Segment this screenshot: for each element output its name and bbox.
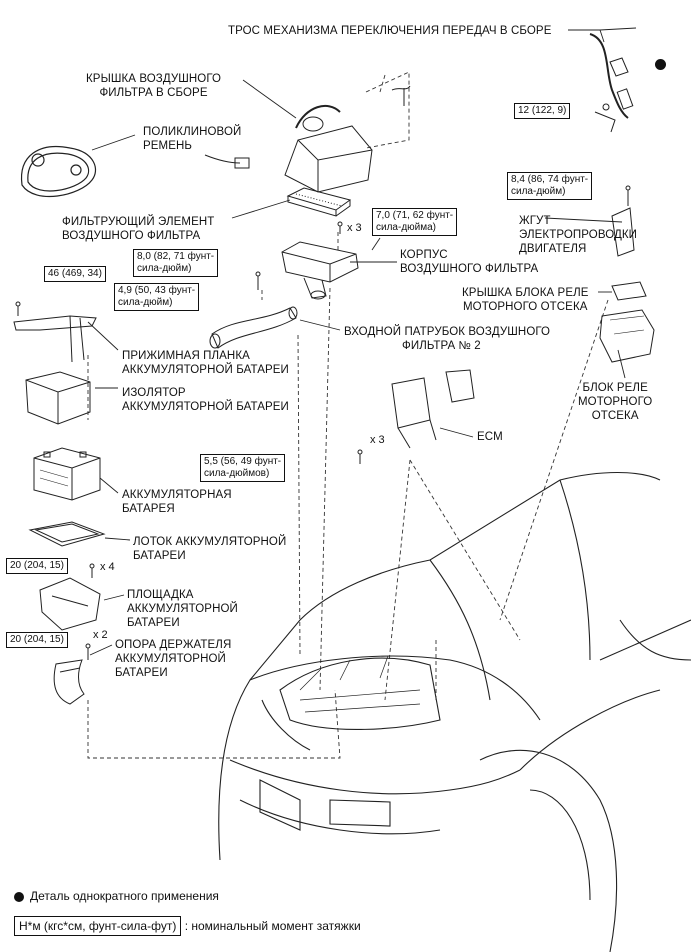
torque-box-inlet: 8,0 (82, 71 фунт- сила-дюйм) xyxy=(133,249,219,277)
label-battery-support: ОПОРА ДЕРЖАТЕЛЯ АККУМУЛЯТОРНОЙ БАТАРЕИ xyxy=(115,638,231,680)
label-relay-block-line1: БЛОК РЕЛЕ xyxy=(582,382,648,394)
torque-harness-line1: 8,4 (86, 74 фунт- xyxy=(511,174,589,185)
label-relay-block-line2: МОТОРНОГО xyxy=(578,396,653,408)
label-relay-block: БЛОК РЕЛЕ МОТОРНОГО ОТСЕКА xyxy=(578,381,652,423)
label-filter-element-line1: ФИЛЬТРУЮЩИЙ ЭЛЕМЕНТ xyxy=(62,216,215,228)
label-filter-element-line2: ВОЗДУШНОГО ФИЛЬТРА xyxy=(62,230,201,242)
torque-box-clamp-top: 46 (469, 34) xyxy=(44,266,106,282)
label-shift-cable: ТРОС МЕХАНИЗМА ПЕРЕКЛЮЧЕНИЯ ПЕРЕДАЧ В СБ… xyxy=(228,25,552,37)
air-cleaner-cap-drawing xyxy=(284,85,411,193)
label-inlet: ВХОДНОЙ ПАТРУБОК ВОЗДУШНОГО ФИЛЬТРА № 2 xyxy=(344,325,550,353)
torque-inlet-line2: сила-дюйм) xyxy=(137,263,192,274)
label-air-cleaner-cap-line2: ФИЛЬТРА В СБОРЕ xyxy=(99,87,208,99)
label-battery-carrier: ПЛОЩАДКА АККУМУЛЯТОРНОЙ БАТАРЕИ xyxy=(127,588,238,630)
torque-ecm-multiplier: x 3 xyxy=(370,434,385,446)
shift-cable-drawing xyxy=(589,27,637,133)
relay-block-drawing xyxy=(599,309,655,363)
label-air-cleaner-case: КОРПУС ВОЗДУШНОГО ФИЛЬТРА xyxy=(400,248,538,276)
label-v-belt-line1: ПОЛИКЛИНОВОЙ xyxy=(143,126,242,138)
torque-box-case: 7,0 (71, 62 фунт- сила-дюйма) xyxy=(372,208,458,236)
label-relay-cover-line2: МОТОРНОГО ОТСЕКА xyxy=(462,301,588,313)
torque-inlet-line1: 8,0 (82, 71 фунт- xyxy=(137,251,215,262)
relay-cover-drawing xyxy=(611,281,647,301)
torque-case-line1: 7,0 (71, 62 фунт- xyxy=(376,210,454,221)
battery-support-drawing xyxy=(53,643,91,705)
legend-torque: Н*м (кгс*см, фунт-сила-фут) : номинальны… xyxy=(14,916,361,936)
label-battery-clamp-line1: ПРИЖИМНАЯ ПЛАНКА xyxy=(122,350,250,362)
torque-case-multiplier: x 3 xyxy=(347,222,362,234)
leader-lines xyxy=(87,29,626,656)
label-v-belt: ПОЛИКЛИНОВОЙ РЕМЕНЬ xyxy=(143,125,241,153)
label-wire-harness-line2: ЭЛЕКТРОПРОВОДКИ xyxy=(519,229,638,241)
torque-clamp-line2: сила-дюйм) xyxy=(118,297,173,308)
torque-clamp-line1: 4,9 (50, 43 фунт- xyxy=(118,285,196,296)
label-relay-cover-line1: КРЫШКА БЛОКА РЕЛЕ xyxy=(462,287,589,299)
label-relay-cover: КРЫШКА БЛОКА РЕЛЕ МОТОРНОГО ОТСЕКА xyxy=(462,286,589,314)
legend-torque-units: Н*м (кгс*см, фунт-сила-фут) xyxy=(14,916,182,936)
non-reusable-marker xyxy=(655,59,666,70)
v-belt-drawing xyxy=(20,146,97,198)
legend-non-reusable: Деталь однократного применения xyxy=(30,889,219,903)
label-battery-tray: ЛОТОК АККУМУЛЯТОРНОЙ БАТАРЕИ xyxy=(133,535,286,563)
torque-box-carrier: 20 (204, 15) xyxy=(6,558,68,574)
battery-carrier-drawing xyxy=(39,563,101,631)
ecm-drawing xyxy=(357,369,475,464)
vehicle-drawing xyxy=(218,472,691,952)
label-inlet-line2: ФИЛЬТРА № 2 xyxy=(402,340,481,352)
label-battery-insulator: ИЗОЛЯТОР АККУМУЛЯТОРНОЙ БАТАРЕИ xyxy=(122,386,289,414)
inlet-drawing xyxy=(209,306,298,349)
torque-box-shift: 12 (122, 9) xyxy=(514,103,571,119)
label-battery-carrier-line3: БАТАРЕИ xyxy=(127,617,180,629)
torque-support-multiplier: x 2 xyxy=(93,629,108,641)
label-battery-clamp: ПРИЖИМНАЯ ПЛАНКА АККУМУЛЯТОРНОЙ БАТАРЕИ xyxy=(122,349,289,377)
label-battery-support-line2: АККУМУЛЯТОРНОЙ xyxy=(115,653,226,665)
label-air-cleaner-case-line2: ВОЗДУШНОГО ФИЛЬТРА xyxy=(400,263,539,275)
label-battery: АККУМУЛЯТОРНАЯ БАТАРЕЯ xyxy=(122,488,232,516)
battery-tray-drawing xyxy=(28,521,106,547)
torque-ecm-line2: сила-дюймов) xyxy=(204,468,270,479)
label-v-belt-line2: РЕМЕНЬ xyxy=(143,140,193,152)
torque-carrier-multiplier: x 4 xyxy=(100,561,115,573)
battery-drawing xyxy=(33,447,101,501)
label-battery-line1: АККУМУЛЯТОРНАЯ xyxy=(122,489,232,501)
torque-box-ecm: 5,5 (56, 49 фунт- сила-дюймов) xyxy=(200,454,286,482)
label-relay-block-line3: ОТСЕКА xyxy=(591,410,639,422)
label-inlet-line1: ВХОДНОЙ ПАТРУБОК ВОЗДУШНОГО xyxy=(344,326,551,338)
label-battery-clamp-line2: АККУМУЛЯТОРНОЙ БАТАРЕИ xyxy=(122,364,289,376)
torque-box-support: 20 (204, 15) xyxy=(6,632,68,648)
legend-bullet-icon xyxy=(14,892,24,902)
torque-ecm-line1: 5,5 (56, 49 фунт- xyxy=(204,456,282,467)
label-air-cleaner-case-line1: КОРПУС xyxy=(400,249,448,261)
label-battery-insulator-line1: ИЗОЛЯТОР xyxy=(122,387,186,399)
connector-drawing xyxy=(204,154,250,169)
label-battery-insulator-line2: АККУМУЛЯТОРНОЙ БАТАРЕИ xyxy=(122,401,289,413)
torque-box-harness: 8,4 (86, 74 фунт- сила-дюйм) xyxy=(507,172,593,200)
label-battery-carrier-line1: ПЛОЩАДКА xyxy=(127,589,194,601)
label-battery-support-line1: ОПОРА ДЕРЖАТЕЛЯ xyxy=(115,639,232,651)
label-air-cleaner-cap: КРЫШКА ВОЗДУШНОГО ФИЛЬТРА В СБОРЕ xyxy=(86,72,221,100)
torque-harness-line2: сила-дюйм) xyxy=(511,186,566,197)
label-ecm: ECM xyxy=(477,431,503,443)
filter-element-drawing xyxy=(286,187,352,217)
label-air-cleaner-cap-line1: КРЫШКА ВОЗДУШНОГО xyxy=(86,73,222,85)
label-battery-tray-line2: БАТАРЕИ xyxy=(133,550,186,562)
label-wire-harness: ЖГУТ ЭЛЕКТРОПРОВОДКИ ДВИГАТЕЛЯ xyxy=(519,214,637,256)
dashed-location-lines xyxy=(87,71,609,759)
legend-torque-desc: : номинальный момент затяжки xyxy=(184,919,361,933)
battery-clamp-drawing xyxy=(13,271,261,363)
label-wire-harness-line3: ДВИГАТЕЛЯ xyxy=(519,243,587,255)
label-battery-tray-line1: ЛОТОК АККУМУЛЯТОРНОЙ xyxy=(133,536,287,548)
battery-insulator-drawing xyxy=(25,371,91,425)
torque-case-line2: сила-дюйма) xyxy=(376,222,436,233)
torque-box-clamp: 4,9 (50, 43 фунт- сила-дюйм) xyxy=(114,283,200,311)
label-filter-element: ФИЛЬТРУЮЩИЙ ЭЛЕМЕНТ ВОЗДУШНОГО ФИЛЬТРА xyxy=(62,215,214,243)
label-battery-line2: БАТАРЕЯ xyxy=(122,503,175,515)
label-battery-carrier-line2: АККУМУЛЯТОРНОЙ xyxy=(127,603,238,615)
label-battery-support-line3: БАТАРЕИ xyxy=(115,667,168,679)
air-cleaner-case-drawing xyxy=(281,221,359,300)
wire-harness-drawing xyxy=(611,185,635,257)
label-wire-harness-line1: ЖГУТ xyxy=(519,215,551,227)
